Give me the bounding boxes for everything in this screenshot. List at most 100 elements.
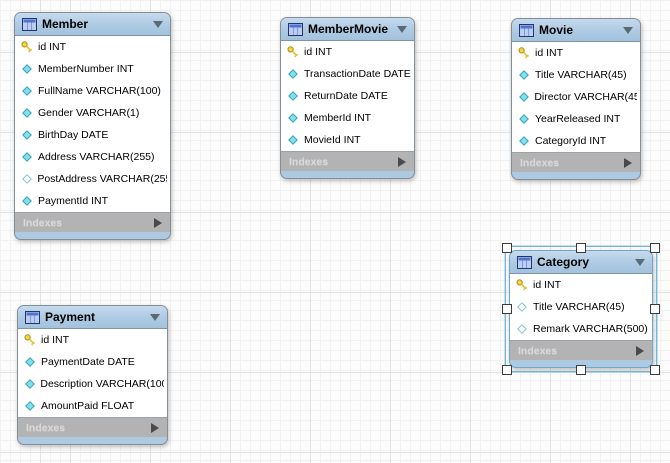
indexes-footer[interactable]: Indexes (510, 341, 652, 360)
table-field-row[interactable]: id INT (510, 274, 652, 296)
table-field-row[interactable]: MovieId INT (281, 129, 414, 151)
column-icon (21, 196, 33, 206)
field-label: Description VARCHAR(100) (40, 378, 164, 390)
table-header[interactable]: Payment (18, 306, 167, 328)
column-icon (287, 91, 299, 101)
table-header[interactable]: Category (510, 251, 652, 273)
column-icon (21, 130, 33, 140)
field-label: Director VARCHAR(45) (534, 91, 637, 103)
column-icon (21, 64, 33, 74)
indexes-expand-icon[interactable] (636, 345, 644, 356)
column-nullable-icon (21, 174, 32, 184)
table-field-row[interactable]: Remark VARCHAR(500) (510, 318, 652, 340)
indexes-expand-icon[interactable] (398, 156, 406, 167)
column-icon (518, 70, 530, 80)
selection-handle-w[interactable] (502, 304, 512, 314)
table-field-row[interactable]: id INT (15, 36, 170, 58)
field-label: id INT (41, 334, 70, 346)
indexes-label: Indexes (26, 421, 66, 434)
field-label: PostAddress VARCHAR(255) (37, 173, 167, 185)
column-icon (287, 69, 299, 79)
collapse-arrow-icon[interactable] (150, 313, 160, 321)
field-label: Remark VARCHAR(500) (533, 323, 648, 335)
selection-handle-nw[interactable] (502, 243, 512, 253)
indexes-footer[interactable]: Indexes (281, 152, 414, 171)
primary-key-icon (287, 46, 299, 58)
selection-handle-s[interactable] (576, 365, 586, 375)
table-field-row[interactable]: id INT (512, 42, 640, 64)
table-field-row[interactable]: Title VARCHAR(45) (510, 296, 652, 318)
field-label: AmountPaid FLOAT (41, 400, 135, 412)
selection-handle-sw[interactable] (502, 365, 512, 375)
indexes-expand-icon[interactable] (151, 422, 159, 433)
table-title: Movie (539, 23, 574, 37)
table-columns-list: id INT PaymentDate DATE Description VARCHA… (18, 328, 167, 418)
column-nullable-icon (516, 324, 528, 334)
field-label: MemberId INT (304, 112, 372, 124)
table-title: Payment (45, 310, 96, 324)
primary-key-icon (24, 334, 36, 346)
table-field-row[interactable]: Gender VARCHAR(1) (15, 102, 170, 124)
table-field-row[interactable]: BirthDay DATE (15, 124, 170, 146)
selection-handle-n[interactable] (576, 243, 586, 253)
table-field-row[interactable]: id INT (18, 329, 167, 351)
table-field-row[interactable]: MemberNumber INT (15, 58, 170, 80)
table-field-row[interactable]: Description VARCHAR(100) (18, 373, 167, 395)
table-field-row[interactable]: ReturnDate DATE (281, 85, 414, 107)
table-field-row[interactable]: PaymentDate DATE (18, 351, 167, 373)
field-label: Address VARCHAR(255) (38, 151, 155, 163)
table-field-row[interactable]: CategoryId INT (512, 130, 640, 152)
table-field-row[interactable]: PostAddress VARCHAR(255) (15, 168, 170, 190)
indexes-expand-icon[interactable] (624, 157, 632, 168)
table-title: MemberMovie (308, 22, 389, 36)
indexes-footer[interactable]: Indexes (18, 418, 167, 437)
table-field-row[interactable]: Address VARCHAR(255) (15, 146, 170, 168)
indexes-label: Indexes (520, 156, 560, 169)
field-label: MemberNumber INT (38, 63, 134, 75)
table-field-row[interactable]: YearReleased INT (512, 108, 640, 130)
column-icon (24, 357, 36, 367)
table-columns-list: id INT Title VARCHAR(45) Remark VARCHAR(50… (510, 273, 652, 341)
field-label: PaymentId INT (38, 195, 109, 207)
collapse-arrow-icon[interactable] (635, 258, 645, 266)
table-header[interactable]: Member (15, 13, 170, 35)
field-label: Gender VARCHAR(1) (38, 107, 140, 119)
selection-handle-ne[interactable] (650, 243, 660, 253)
table-figure-movie[interactable]: Movie id INT Title VARCHAR(45) Director VAR… (511, 18, 641, 180)
field-label: MovieId INT (304, 134, 361, 146)
field-label: id INT (535, 47, 564, 59)
indexes-label: Indexes (23, 216, 63, 229)
table-field-row[interactable]: PaymentId INT (15, 190, 170, 212)
table-field-row[interactable]: MemberId INT (281, 107, 414, 129)
table-field-row[interactable]: TransactionDate DATE (281, 63, 414, 85)
table-field-row[interactable]: id INT (281, 41, 414, 63)
table-icon (517, 255, 532, 269)
table-field-row[interactable]: Title VARCHAR(45) (512, 64, 640, 86)
column-icon (24, 401, 36, 411)
field-label: id INT (533, 279, 562, 291)
table-header[interactable]: Movie (512, 19, 640, 41)
selection-handle-se[interactable] (650, 365, 660, 375)
indexes-expand-icon[interactable] (154, 217, 162, 228)
table-figure-member[interactable]: Member id INT MemberNumber INT FullName VAR… (14, 12, 171, 240)
table-figure-payment[interactable]: Payment id INT PaymentDate DATE Description… (17, 305, 168, 445)
collapse-arrow-icon[interactable] (397, 25, 407, 33)
collapse-arrow-icon[interactable] (153, 20, 163, 28)
selection-handle-e[interactable] (650, 304, 660, 314)
field-label: YearReleased INT (535, 113, 621, 125)
indexes-footer[interactable]: Indexes (512, 153, 640, 172)
indexes-footer[interactable]: Indexes (15, 213, 170, 232)
collapse-arrow-icon[interactable] (623, 26, 633, 34)
table-field-row[interactable]: Director VARCHAR(45) (512, 86, 640, 108)
table-field-row[interactable]: AmountPaid FLOAT (18, 395, 167, 417)
table-figure-category[interactable]: Category id INT Title VARCHAR(45) Remark VA… (502, 243, 660, 375)
primary-key-icon (518, 47, 530, 59)
table-field-row[interactable]: FullName VARCHAR(100) (15, 80, 170, 102)
table-header[interactable]: MemberMovie (281, 18, 414, 40)
table-title: Member (42, 17, 89, 31)
column-nullable-icon (516, 302, 528, 312)
column-icon (24, 379, 35, 389)
